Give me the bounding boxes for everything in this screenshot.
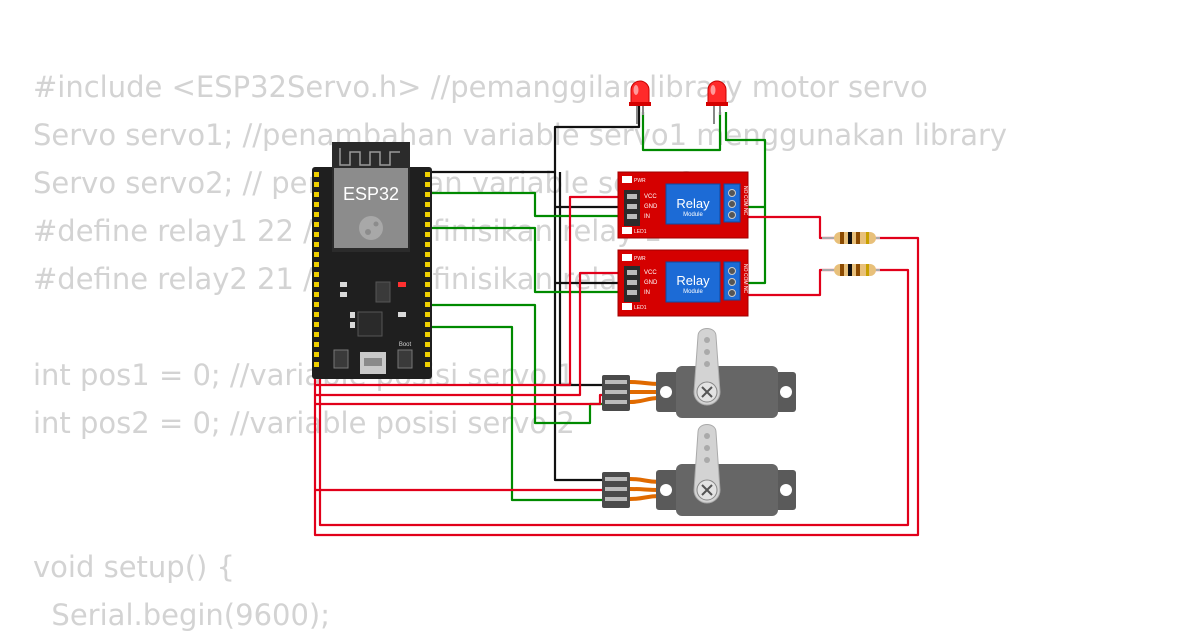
wire-vcc-servo1 xyxy=(315,393,604,406)
esp32-label: ESP32 xyxy=(343,184,399,204)
relay1-subtitle: Module xyxy=(683,212,703,218)
wire-sig-relay1 xyxy=(430,191,625,218)
led-2 xyxy=(706,80,728,124)
relay2-title: Relay xyxy=(676,273,710,288)
relay1-terminals: NO COM NC xyxy=(742,186,748,216)
relay2-pwr: PWR xyxy=(634,256,646,262)
wire-sig-servo2 xyxy=(430,325,604,502)
relay-module-1: VCC GND IN PWR LED1 Relay Module NO COM … xyxy=(617,171,749,239)
wire-gnd-led xyxy=(430,105,641,174)
wire-led2b xyxy=(743,207,767,285)
resistor-1 xyxy=(822,232,880,244)
code-line-10: void setup() { xyxy=(33,550,235,584)
relay-module-2: VCC GND IN PWR LED1 Relay Module NO COM … xyxy=(617,249,749,317)
relay2-pin-gnd: GND xyxy=(644,280,658,286)
relay1-pwr: PWR xyxy=(634,178,646,184)
relay1-led: LED1 xyxy=(634,229,647,235)
code-line-5: #define relay2 21 // mendefinisikan rela… xyxy=(33,262,662,296)
servo-motor-2 xyxy=(602,424,796,516)
relay1-pin-gnd: GND xyxy=(644,204,658,210)
relay2-led: LED1 xyxy=(634,305,647,311)
wire-led1 xyxy=(641,112,722,152)
servo-motor-1 xyxy=(602,328,796,418)
code-line-11: Serial.begin(9600); xyxy=(33,598,331,632)
relay2-pin-in: IN xyxy=(644,290,650,296)
code-line-4: #define relay1 22 // mendefinisikan rela… xyxy=(33,214,662,248)
relay1-title: Relay xyxy=(676,196,710,211)
pin-header-left xyxy=(314,172,319,367)
code-line-1: #include <ESP32Servo.h> //pemanggilan li… xyxy=(33,70,928,104)
boot-label: Boot xyxy=(399,342,412,348)
pin-header-right xyxy=(425,172,430,367)
led-1 xyxy=(629,80,651,124)
wire-vcc-relay2 xyxy=(315,271,625,397)
relay1-pin-in: IN xyxy=(644,214,650,220)
wire-vcc-relay1 xyxy=(315,195,625,387)
wire-gnd-servo1 xyxy=(553,172,604,482)
relay1-pin-vcc: VCC xyxy=(644,194,657,200)
wire-res1 xyxy=(743,215,836,240)
wire-res2-out xyxy=(318,268,910,527)
relay2-subtitle: Module xyxy=(683,289,703,295)
esp32-board: ESP32 xyxy=(312,142,432,379)
resistor-2 xyxy=(822,264,880,276)
wire-sig-servo1 xyxy=(430,303,604,425)
relay2-terminals: NO COM NC xyxy=(742,264,748,294)
wire-led2 xyxy=(724,112,767,209)
relay2-pin-vcc: VCC xyxy=(644,270,657,276)
wire-gnd-servo0 xyxy=(558,172,604,387)
code-line-2: Servo servo1; //penambahan variable serv… xyxy=(33,118,1008,152)
code-line-8: int pos2 = 0; //variable posisi servo 2 xyxy=(33,406,575,440)
wire-res1-out xyxy=(313,236,920,537)
